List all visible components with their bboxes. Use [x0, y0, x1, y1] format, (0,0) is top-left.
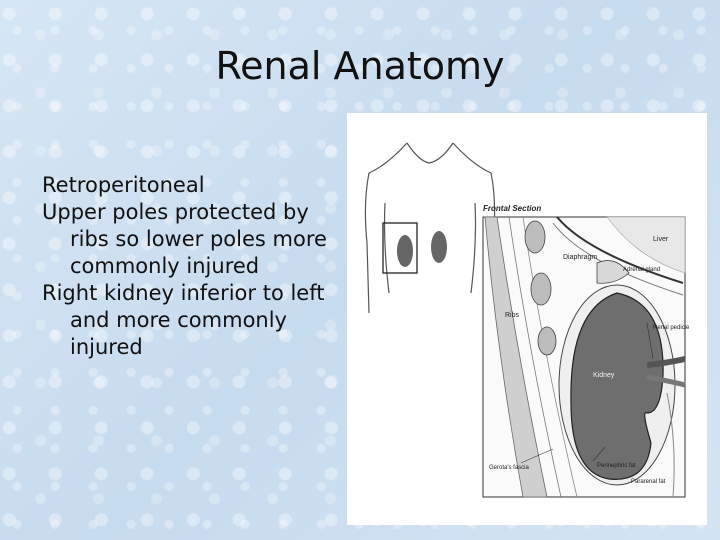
leader-lines [520, 322, 654, 464]
label-ribs: Ribs [505, 312, 520, 319]
torso-kidney-left [431, 231, 447, 263]
label-gerotas: Gerota's fascia [489, 465, 529, 471]
label-pararenal: Pararenal fat [631, 479, 666, 485]
page-title: Renal Anatomy [215, 44, 505, 88]
label-renal-pedicle: Renal pedicle [653, 325, 690, 331]
label-diaphragm: Diaphragm [563, 254, 597, 261]
torso-highlight-box [382, 222, 418, 274]
bullet-retroperitoneal: Retroperitoneal [42, 173, 205, 197]
torso-kidney-right [397, 235, 413, 267]
kidney-anatomy-illustration: Frontal Section [364, 142, 690, 498]
bullet-right-kidney: Right kidney inferior to left and more c… [42, 281, 325, 359]
label-adrenal: Adrenal gland [623, 267, 660, 273]
bullet-list: Retroperitoneal Upper poles protected by… [42, 172, 342, 361]
section-title: Frontal Section [483, 204, 541, 213]
label-liver: Liver [653, 236, 669, 243]
torso-outline [364, 142, 496, 314]
kidney-anatomy-figure: Frontal Section [347, 113, 707, 525]
label-perinephric: Perinephric fat [597, 463, 636, 469]
section-tissue [484, 216, 686, 498]
bullet-upper-poles: Upper poles protected by ribs so lower p… [42, 200, 327, 278]
label-kidney: Kidney [593, 372, 615, 379]
